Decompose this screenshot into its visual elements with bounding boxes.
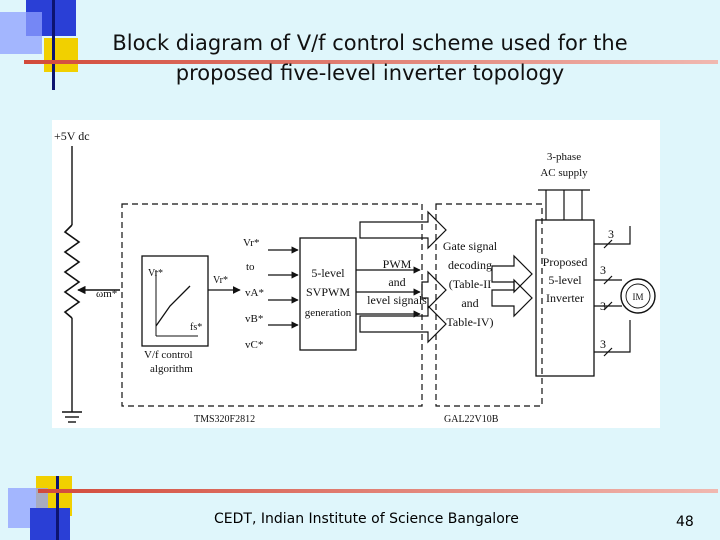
- svpwm-line-1: 5-level: [311, 266, 345, 280]
- vf-out-label: Vr*: [213, 275, 228, 286]
- svpwm-line-3: generation: [305, 307, 352, 319]
- vf-curve: [155, 285, 191, 327]
- gate-line-1: Gate signal: [443, 239, 498, 253]
- gal-label: GAL22V10B: [444, 414, 499, 425]
- supply-label: +5V dc: [54, 129, 90, 143]
- ground-symbol: [62, 411, 82, 423]
- gal-boundary: [435, 203, 543, 407]
- refs-line-4: vB*: [245, 313, 263, 325]
- svpwm-line-2: SVPWM: [306, 285, 350, 299]
- dsp-label: TMS320F2812: [194, 414, 255, 425]
- induction-motor-inner: [625, 283, 651, 309]
- phase-count-1: 3: [608, 227, 614, 241]
- gate-line-2: decoding: [448, 258, 492, 272]
- gate-line-5: Table-IV): [446, 315, 493, 329]
- inverter-block: [535, 219, 595, 377]
- vf-plot-block: [141, 255, 209, 347]
- slide-title-line-1: Block diagram of V/f control scheme used…: [112, 31, 628, 55]
- dsp-boundary: [121, 203, 423, 407]
- refs-line-1: Vr*: [243, 237, 259, 249]
- vf-block-label-2: algorithm: [150, 363, 193, 375]
- gate-line-4: and: [461, 296, 478, 310]
- hollow-arrow-3: [421, 270, 447, 310]
- pwm-line-1: PWM: [383, 257, 412, 271]
- vf-fs-label: fs*: [190, 322, 202, 333]
- potentiometer: [63, 224, 81, 319]
- phase-count-3: 3: [600, 299, 606, 313]
- corner-decoration-bottom: [0, 476, 90, 540]
- corner-decoration-top: [0, 0, 90, 90]
- pwm-line-2: and: [388, 275, 405, 289]
- speed-ref-label: ωm*: [96, 288, 117, 300]
- refs-line-3: vA*: [245, 287, 264, 299]
- motor-label: IM: [633, 292, 644, 302]
- hollow-arrow-4: [491, 254, 533, 294]
- pwm-line-3: level signals: [367, 293, 427, 307]
- footer-rule: [38, 489, 718, 493]
- phase-count-4: 3: [600, 337, 606, 351]
- gate-line-3: (Table-II: [449, 277, 491, 291]
- refs-line-2: to: [246, 261, 255, 273]
- hollow-arrow-2: [359, 304, 447, 344]
- inverter-line-2: 5-level: [548, 273, 582, 287]
- refs-line-5: vC*: [245, 339, 263, 351]
- inverter-line-3: Inverter: [546, 291, 584, 305]
- ac-supply-lines: [538, 189, 590, 220]
- vf-control-block-diagram: +5V dc ωm* TMS320F2812 Vr* fs* V/f contr…: [52, 120, 660, 428]
- slide-title: Block diagram of V/f control scheme used…: [60, 28, 680, 88]
- phase-count-2: 3: [600, 263, 606, 277]
- footer-text: CEDT, Indian Institute of Science Bangal…: [214, 511, 519, 527]
- vf-block-label-1: V/f control: [144, 349, 193, 361]
- phase-wiring: [594, 226, 631, 357]
- diagram-canvas: +5V dc ωm* TMS320F2812 Vr* fs* V/f contr…: [54, 129, 656, 425]
- hollow-arrow-1: [359, 210, 447, 250]
- ac-line-2: AC supply: [540, 167, 588, 179]
- page-number: 48: [676, 514, 694, 530]
- ac-line-1: 3-phase: [547, 151, 581, 163]
- hollow-arrow-5: [491, 278, 533, 318]
- slide-title-line-2: proposed five-level inverter topology: [175, 61, 565, 85]
- svpwm-block: [299, 237, 357, 351]
- vf-vr-label: Vr*: [148, 268, 163, 279]
- inverter-line-1: Proposed: [543, 255, 588, 269]
- induction-motor-icon: [620, 278, 656, 314]
- title-rule: [24, 60, 718, 64]
